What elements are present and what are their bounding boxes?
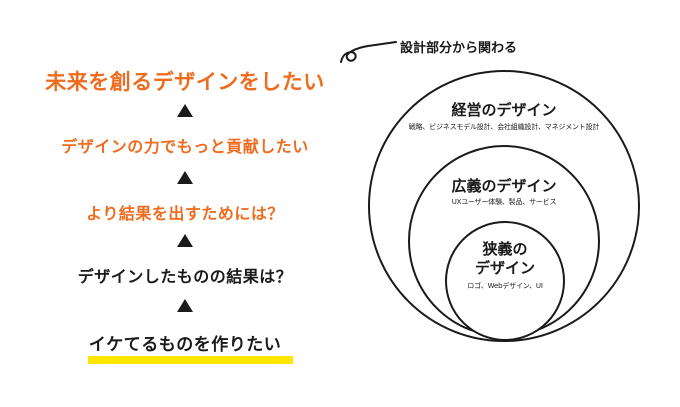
goal-step-5: イケてるものを作りたい <box>88 335 282 355</box>
callout-label: 設計部分から関わる <box>400 41 518 56</box>
highlight-underline <box>88 356 293 364</box>
goal-step-4: デザインしたものの結果は？ <box>77 267 293 286</box>
middle-circle-subtitle: UXユーザー体験、製品、サービス <box>451 198 557 206</box>
up-arrow-icon <box>177 299 193 312</box>
outer-circle-subtitle: 戦略、ビジネスモデル設計、会社組織設計、マネジメント設計 <box>408 123 600 131</box>
inner-circle-subtitle: ロゴ、Webデザイン、UI <box>467 282 543 290</box>
swirl-pointer-icon <box>340 41 397 63</box>
up-arrow-icon <box>177 171 193 184</box>
up-arrow-icon <box>177 104 193 117</box>
outer-circle-title: 経営のデザイン <box>451 101 557 119</box>
goal-step-1: 未来を創るデザインをしたい <box>45 70 325 94</box>
inner-circle-title-line1: 狭義の <box>482 240 528 258</box>
inner-circle-title-line2: デザイン <box>474 259 535 277</box>
up-arrow-icon <box>177 234 193 247</box>
middle-circle-title: 広義のデザイン <box>451 177 557 195</box>
goal-step-3: より結果を出すためには？ <box>86 204 284 223</box>
inner-circle <box>445 221 565 341</box>
goal-step-2: デザインの力でもっと貢献したい <box>61 137 309 156</box>
